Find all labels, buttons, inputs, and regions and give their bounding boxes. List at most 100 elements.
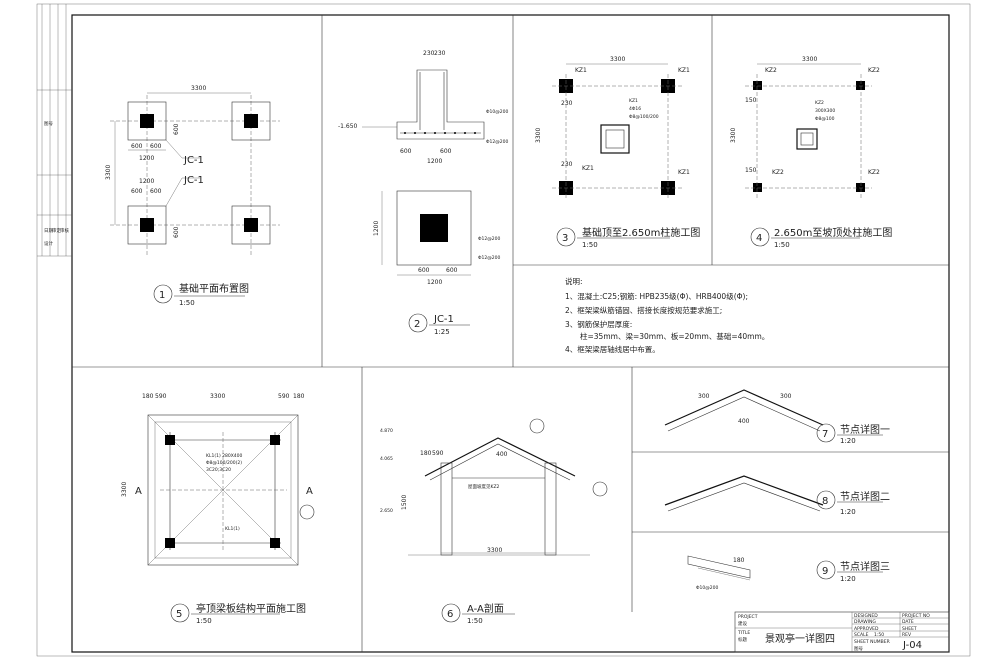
d4-spec-1: KZ2 <box>815 100 824 106</box>
d9-bar: Φ10@200 <box>696 585 718 591</box>
notes-line-1: 1、混凝土:C25;钢筋: HPB235级(Φ)、HRB400级(Φ); <box>565 291 748 301</box>
d1-dim-1200: 1200 <box>139 155 154 162</box>
drawing-7-node-detail-1: 300 300 400 7 节点详图一 1:20 <box>664 389 890 445</box>
d5-sec-a-left: A <box>135 486 142 497</box>
drawing-3-columns-lower: 3300 KZ1 KZ1 KZ1 KZ1 230 230 3300 KZ1 4Φ… <box>535 56 700 249</box>
notes-line-4: 4、框架梁居轴线居中布置。 <box>565 344 660 354</box>
tb-cell-6: DATE <box>902 619 914 625</box>
strip-label-3: 审定 <box>52 227 61 234</box>
d6-dim-590: 590 <box>432 450 444 457</box>
drawing-5-roof-beam-plan: 180 590 3300 590 180 3300 A A KL1(1) 280… <box>121 393 315 625</box>
drawing-1-foundation-plan: 3300 600 600 1200 1200 600 600 3300 600 … <box>105 85 280 307</box>
d7-scale: 1:20 <box>840 437 856 445</box>
strip-label-4: 审核 <box>60 227 69 234</box>
d4-kz2-d: KZ2 <box>868 169 880 176</box>
tb-title-sub: 标题 <box>738 636 747 643</box>
d1-dim-600v2: 600 <box>173 226 180 238</box>
tb-title-label: TITLE <box>737 630 750 636</box>
tb-cell-2: DRAWING <box>854 619 876 625</box>
d1-label-jc1b: JC-1 <box>183 175 204 186</box>
d3-dim-3300v: 3300 <box>535 128 542 143</box>
d8-num: 8 <box>822 496 828 507</box>
drawing-4-columns-upper: 3300 KZ2 KZ2 KZ2 KZ2 150 150 3300 KZ2 30… <box>730 56 892 249</box>
d4-title: 2.650m至坡顶处柱施工图 <box>774 226 892 239</box>
d2-dim-230a: 230 <box>423 50 435 57</box>
d4-kz2-c: KZ2 <box>772 169 784 176</box>
d3-dim-230a: 230 <box>561 100 573 107</box>
d6-title: A-A剖面 <box>467 602 504 615</box>
strip-label-1: 图号 <box>44 121 53 127</box>
d2-bar-2: Φ12@200 <box>486 139 508 145</box>
d4-dim-3300v: 3300 <box>730 128 737 143</box>
d7-dim-300b: 300 <box>780 393 792 400</box>
tb-project: 建设 <box>738 620 747 627</box>
d5-dim-3300v: 3300 <box>121 482 128 497</box>
d8-scale: 1:20 <box>840 508 856 516</box>
d4-spec-3: Φ8@100 <box>815 116 835 122</box>
sheet-borders <box>36 3 971 657</box>
d9-dim-180: 180 <box>733 557 745 564</box>
d7-num: 7 <box>822 429 828 440</box>
d5-dim-590b: 590 <box>278 393 290 400</box>
d2-dim-1200: 1200 <box>427 158 442 165</box>
d2-bar-3: Φ12@200 <box>478 236 500 242</box>
d1-label-jc1a: JC-1 <box>183 155 204 166</box>
d7-dim-400: 400 <box>738 418 750 425</box>
d1-dim-600a: 600 <box>131 143 143 150</box>
d2-num: 2 <box>414 319 420 330</box>
d4-dim-150a: 150 <box>745 97 757 104</box>
d1-num: 1 <box>159 290 165 301</box>
tb-sheet-number: J-04 <box>902 640 922 651</box>
notes-heading: 说明: <box>565 276 583 286</box>
d1-dim-3300: 3300 <box>191 85 206 92</box>
d4-num: 4 <box>756 233 762 244</box>
d6-elev-2: 4.065 <box>380 456 393 462</box>
d9-num: 9 <box>822 566 828 577</box>
d6-ridge-note: 屋面坡度见KZ2 <box>468 483 500 490</box>
title-block: PROJECT 建设 TITLE 标题 景观亭一详图四 DESIGNED DRA… <box>734 611 950 653</box>
general-notes: 说明: 1、混凝土:C25;钢筋: HPB235级(Φ)、HRB400级(Φ);… <box>565 276 769 354</box>
d5-dim-180a: 180 <box>142 393 154 400</box>
notes-line-2: 2、框架梁纵筋锚固、搭接长度按规范要求施工; <box>565 305 722 315</box>
d6-dim-1500: 1500 <box>401 495 408 510</box>
d2-title: JC-1 <box>433 314 454 325</box>
drawing-2-jc1-detail: 230 230 -1.650 600 600 1200 Φ10@200 Φ12@… <box>338 50 508 336</box>
d3-spec-3: Φ8@100/200 <box>629 114 659 120</box>
d6-dim-3300: 3300 <box>487 547 502 554</box>
strip-label-5: 设计 <box>44 240 53 247</box>
d3-dim-230b: 230 <box>561 161 573 168</box>
d9-scale: 1:20 <box>840 575 856 583</box>
d5-num: 5 <box>176 609 182 620</box>
d7-title: 节点详图一 <box>840 423 890 436</box>
d2-dim-600a: 600 <box>400 148 412 155</box>
d4-spec-2: 300X300 <box>815 108 835 114</box>
d4-scale: 1:50 <box>774 241 790 249</box>
d2-bar-4: Φ12@200 <box>478 255 500 261</box>
tb-project-label: PROJECT <box>738 614 758 620</box>
drawing-8-node-detail-2: 8 节点详图二 1:20 <box>664 475 890 516</box>
drawing-6-section-aa: 3300 4.870 4.065 2.650 屋面坡度见KZ2 400 180 … <box>380 418 608 625</box>
d3-scale: 1:50 <box>582 241 598 249</box>
tb-sheet-no-label: SHEET NUMBER <box>854 639 890 645</box>
d3-kz1-b: KZ1 <box>678 67 690 74</box>
d6-scale: 1:50 <box>467 617 483 625</box>
drawing-9-node-detail-3: 180 Φ10@200 9 节点详图三 1:20 <box>687 555 890 591</box>
d4-kz2-b: KZ2 <box>868 67 880 74</box>
tb-cell-3: APPROVED <box>854 626 879 632</box>
d2-dim-600c: 600 <box>418 267 430 274</box>
tb-cell-1: DESIGNED <box>854 613 878 619</box>
d5-scale: 1:50 <box>196 617 212 625</box>
d2-dim-1200v: 1200 <box>373 221 380 236</box>
d3-kz1-d: KZ1 <box>678 169 690 176</box>
notes-line-3: 3、钢筋保护层厚度: <box>565 319 632 329</box>
d2-elev-base: -1.650 <box>338 123 358 130</box>
d7-dim-300a: 300 <box>698 393 710 400</box>
d2-dim-600b: 600 <box>440 148 452 155</box>
d5-kl1-spec-2: Φ8@100/200(2) <box>206 460 242 466</box>
d1-scale: 1:50 <box>179 299 195 307</box>
d5-dim-180b: 180 <box>293 393 305 400</box>
d9-title: 节点详图三 <box>840 560 890 573</box>
d6-dim-180: 180 <box>420 450 432 457</box>
d3-kz1-c: KZ1 <box>582 165 594 172</box>
